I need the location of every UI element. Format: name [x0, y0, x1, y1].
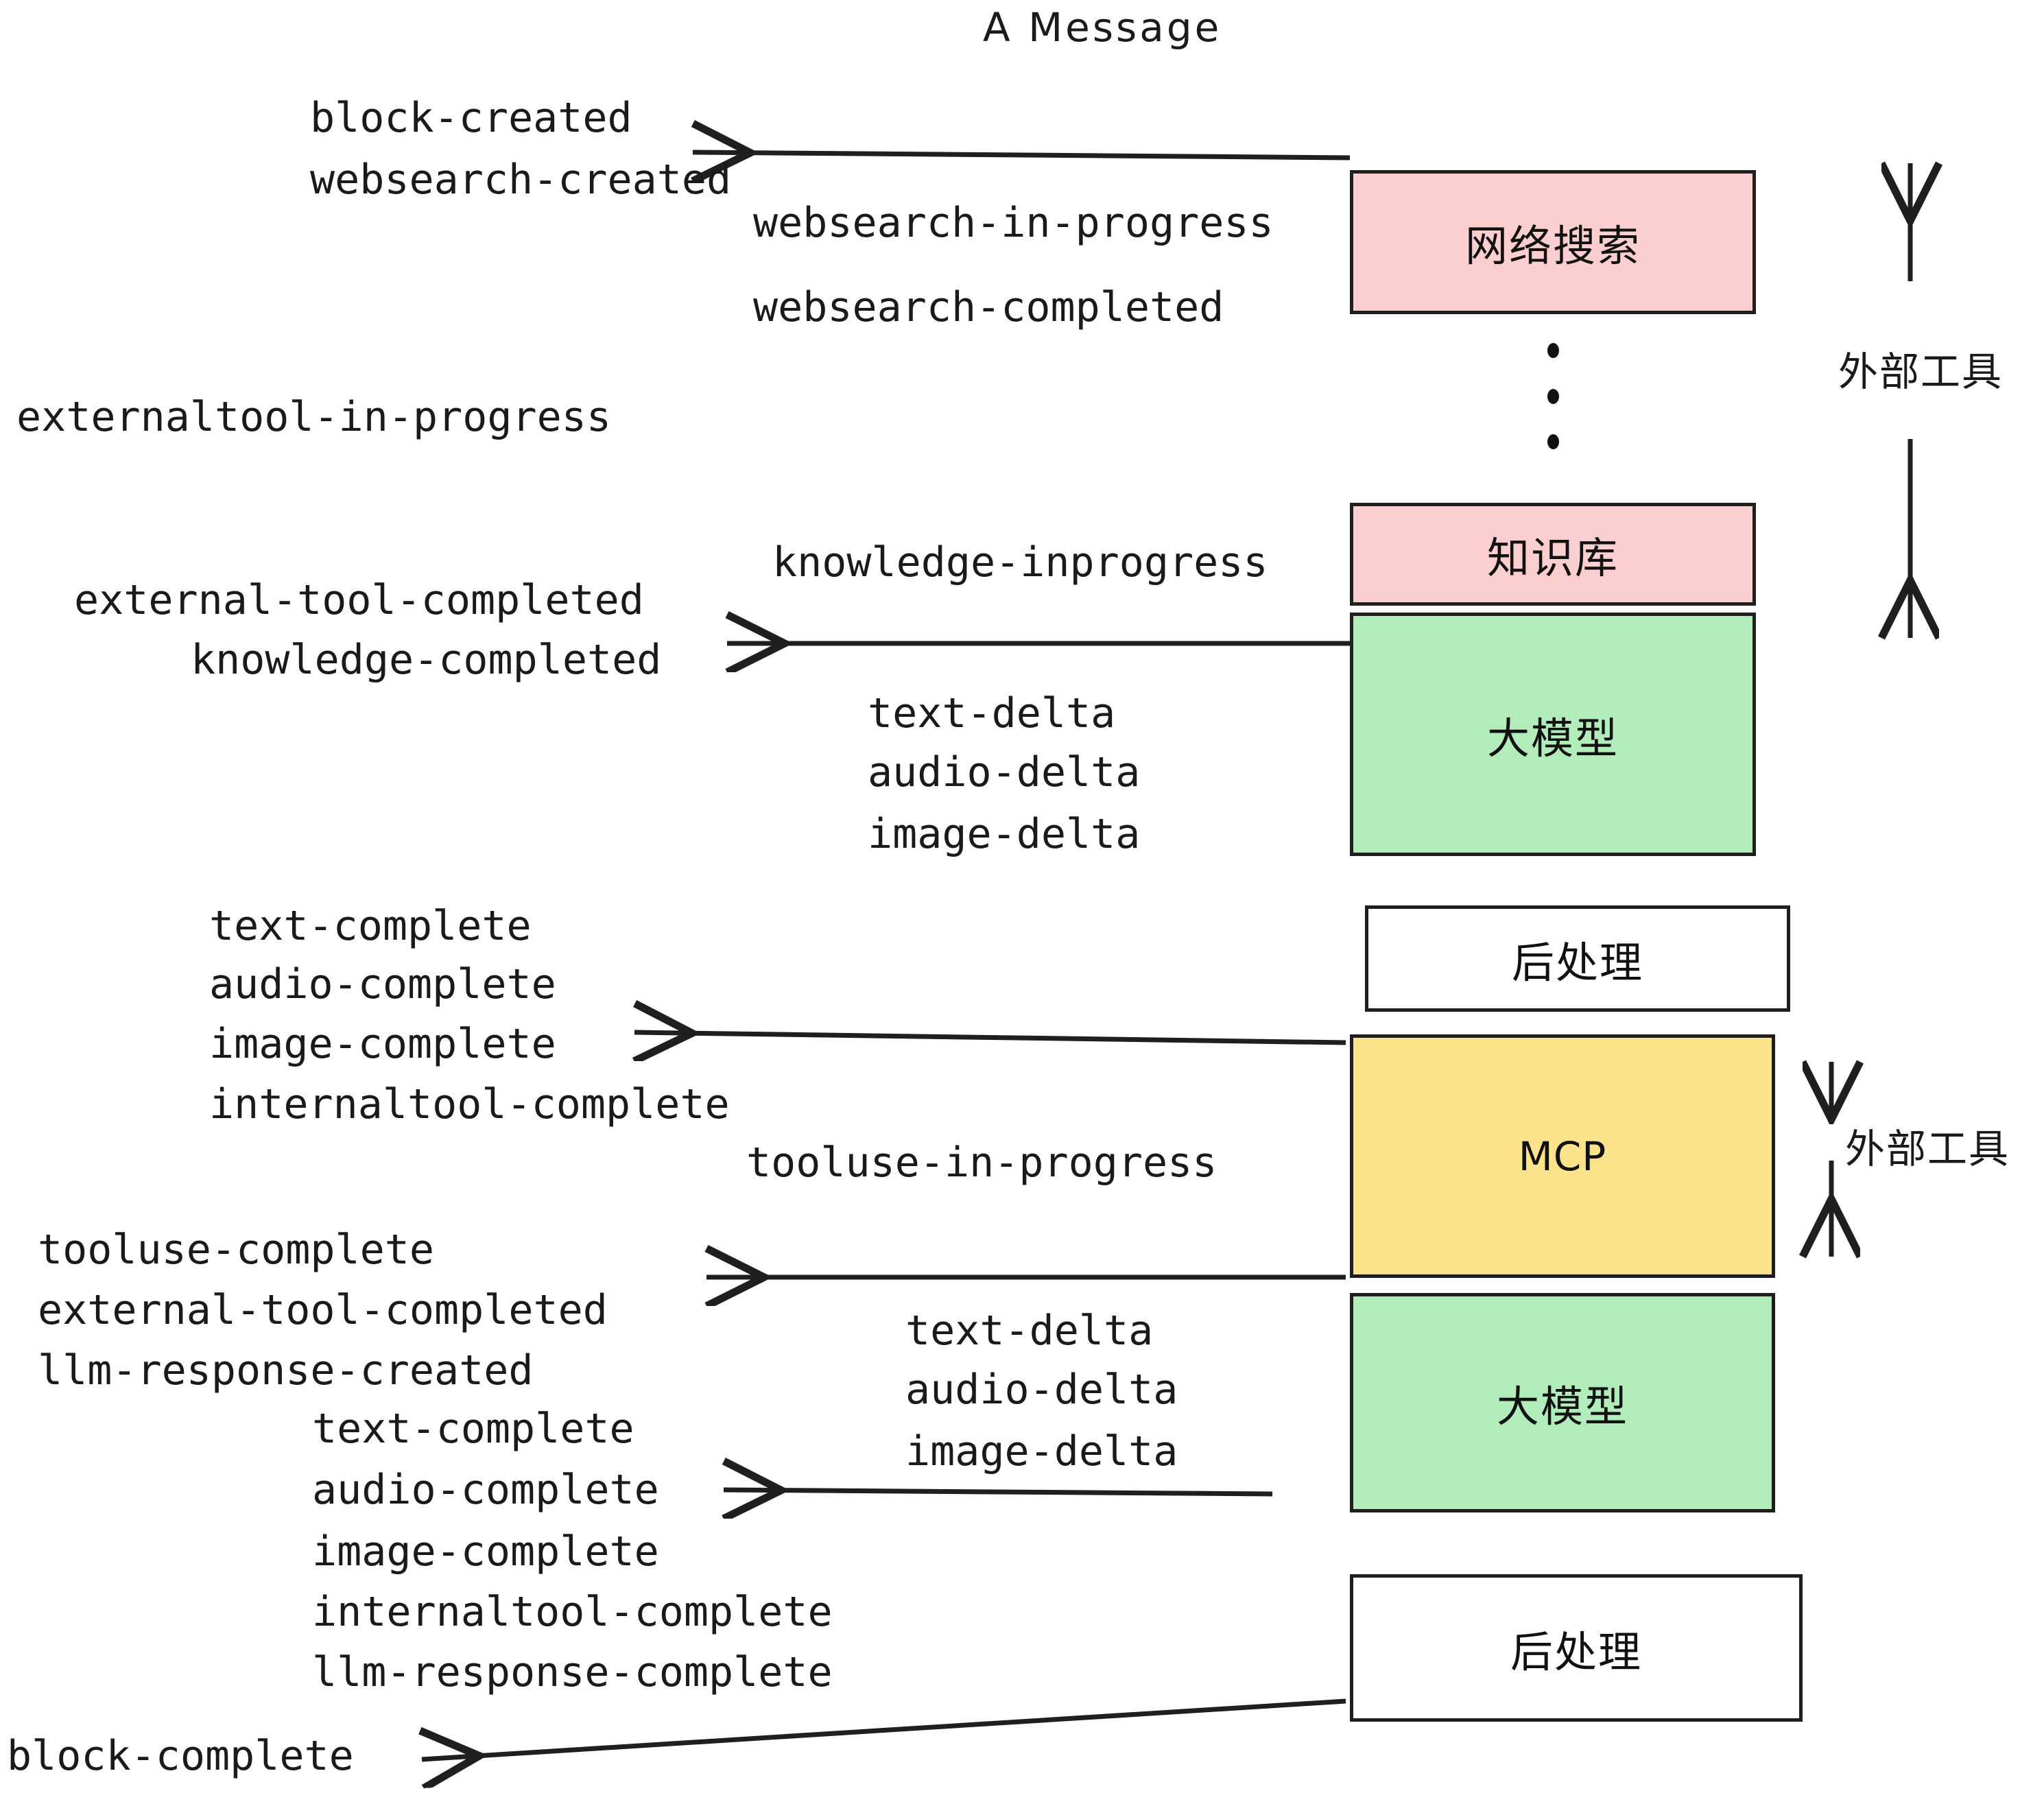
dot-3 — [1547, 434, 1559, 449]
event-label-internaltool-complete-2: internaltool-complete — [312, 1588, 833, 1636]
event-label-external-tool-completed-1: external-tool-completed — [74, 576, 644, 624]
arrow-websearch-to-left — [693, 152, 1351, 158]
box-websearch[interactable]: 网络搜索 — [1350, 170, 1756, 314]
event-label-knowledge-completed: knowledge-completed — [191, 636, 662, 684]
event-label-websearch-in-progress: websearch-in-progress — [753, 199, 1274, 247]
dot-2 — [1547, 388, 1559, 404]
event-label-tooluse-complete: tooluse-complete — [38, 1226, 434, 1274]
event-label-image-complete-1: image-complete — [209, 1020, 556, 1068]
box-knowledge[interactable]: 知识库 — [1350, 503, 1756, 606]
side-label-external-tool-bottom: 外部工具 — [1845, 1126, 2010, 1172]
event-label-llm-response-complete: llm-response-complete — [312, 1648, 833, 1696]
event-label-externaltool-in-progress: externaltool-in-progress — [16, 393, 611, 441]
box-postprocessing-bottom[interactable]: 后处理 — [1350, 1574, 1803, 1722]
event-label-block-complete: block-complete — [7, 1732, 354, 1780]
page-title: A Message — [983, 4, 1222, 51]
dot-1 — [1547, 343, 1559, 358]
event-label-text-complete-2: text-complete — [312, 1405, 634, 1453]
arrow-postproc-bottom-to-left — [422, 1698, 1346, 1759]
event-label-audio-complete-1: audio-complete — [209, 960, 556, 1008]
event-label-block-created: block-created — [310, 94, 632, 142]
event-label-llm-response-created: llm-response-created — [38, 1346, 534, 1394]
event-label-internaltool-complete-1: internaltool-complete — [209, 1080, 730, 1128]
box-mcp[interactable]: MCP — [1350, 1034, 1775, 1278]
event-label-websearch-created: websearch-created — [310, 156, 732, 204]
box-llm-top[interactable]: 大模型 — [1350, 613, 1756, 856]
arrow-llm-bottom-to-left — [724, 1490, 1273, 1494]
event-label-audio-complete-2: audio-complete — [312, 1466, 659, 1514]
event-label-text-complete-1: text-complete — [209, 902, 532, 950]
event-label-audio-delta-1: audio-delta — [868, 748, 1141, 796]
side-label-external-tool-top: 外部工具 — [1838, 348, 2004, 395]
event-label-image-delta-2: image-delta — [905, 1427, 1178, 1475]
event-label-text-delta-1: text-delta — [868, 689, 1116, 737]
arrow-postproc-to-left — [634, 1032, 1346, 1043]
event-label-audio-delta-2: audio-delta — [905, 1366, 1178, 1414]
event-label-image-delta-1: image-delta — [868, 810, 1141, 858]
box-postprocessing-top[interactable]: 后处理 — [1365, 905, 1790, 1012]
ellipsis-dots — [1546, 343, 1560, 449]
event-label-websearch-completed: websearch-completed — [753, 283, 1224, 331]
box-llm-bottom[interactable]: 大模型 — [1350, 1293, 1775, 1512]
event-label-image-complete-2: image-complete — [312, 1528, 659, 1576]
event-label-external-tool-completed-2: external-tool-completed — [38, 1286, 608, 1334]
event-label-knowledge-inprogress: knowledge-inprogress — [772, 538, 1268, 586]
event-label-tooluse-in-progress: tooluse-in-progress — [746, 1139, 1217, 1187]
event-label-text-delta-2: text-delta — [905, 1307, 1154, 1355]
